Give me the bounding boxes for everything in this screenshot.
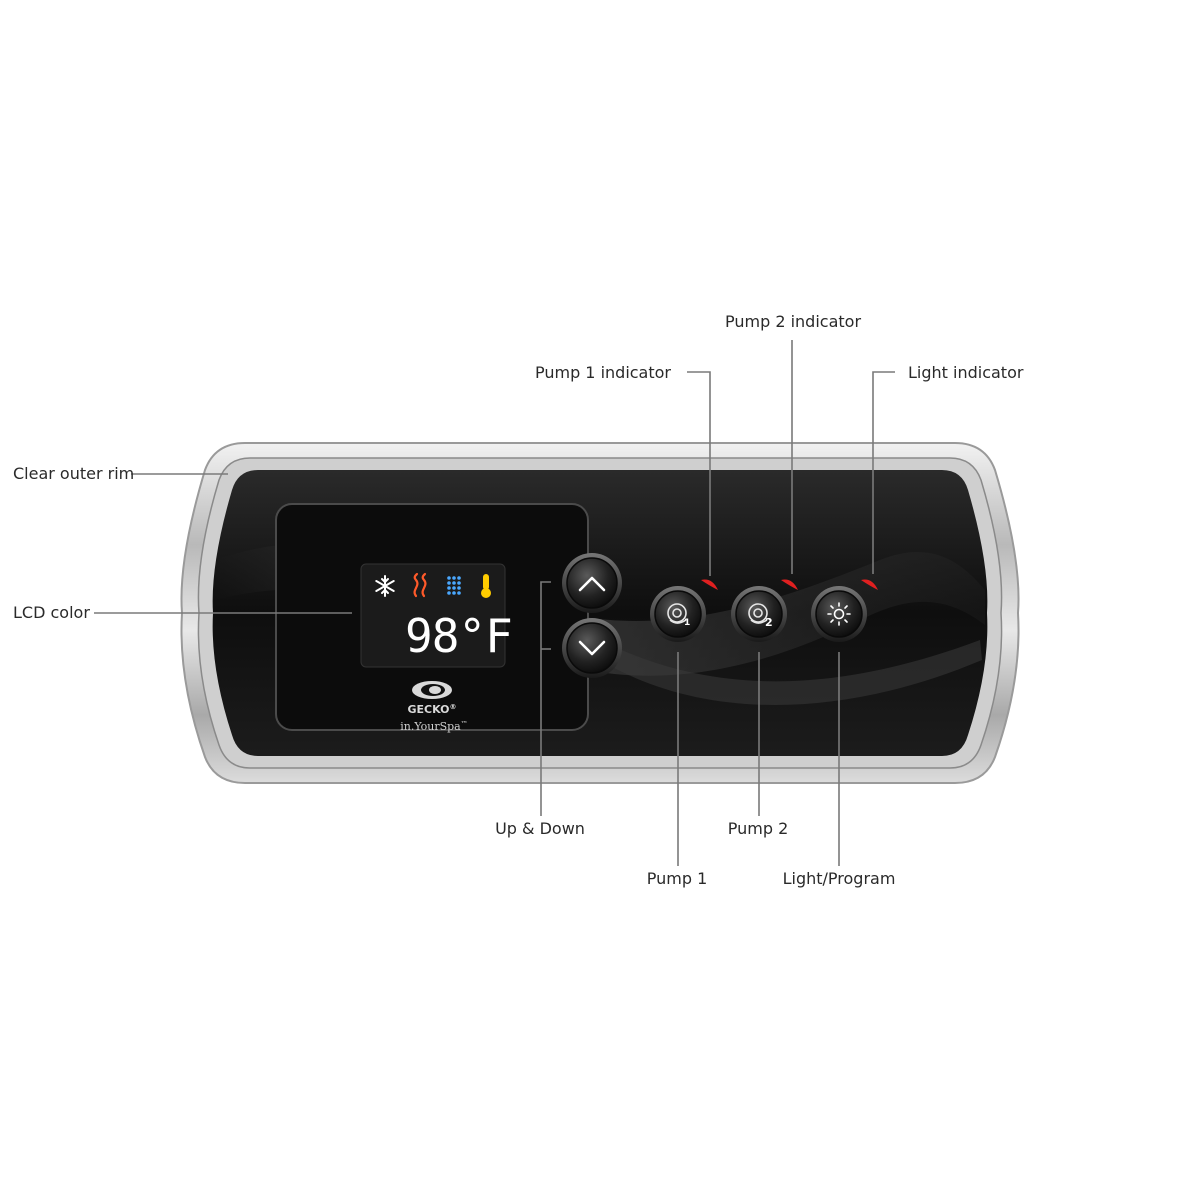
down-arrow-button[interactable] (562, 618, 622, 678)
light-indicator-led (861, 579, 878, 590)
callout-up-down: Up & Down (495, 819, 585, 838)
jet-pump-2-icon (748, 603, 768, 624)
pump-2-indicator-led (781, 579, 798, 590)
pump-1-indicator-led (701, 579, 718, 590)
lcd-screen (360, 563, 506, 668)
pump-1-button[interactable]: 1 (650, 586, 706, 642)
callout-light-indicator: Light indicator (908, 363, 1024, 382)
chevron-down-icon (578, 640, 606, 656)
callout-pump-2: Pump 2 (728, 819, 789, 838)
pump-1-digit: 1 (684, 618, 690, 628)
jet-pump-1-icon (667, 603, 687, 624)
callout-lcd-color: LCD color (13, 603, 90, 622)
heat-waves-icon (413, 572, 427, 598)
up-arrow-button[interactable] (562, 553, 622, 613)
chevron-up-icon (578, 576, 606, 592)
leader-lines (94, 340, 895, 866)
light-program-button[interactable] (811, 586, 867, 642)
pump-2-button[interactable]: 2 (731, 586, 787, 642)
thermometer-icon (481, 574, 491, 598)
snowflake-icon (375, 575, 395, 597)
brand-tagline: in.YourSpa™ (400, 720, 468, 733)
pump-2-digit: 2 (765, 616, 773, 629)
callout-clear-outer-rim: Clear outer rim (13, 464, 134, 483)
callout-pump-1-indicator: Pump 1 indicator (535, 363, 671, 382)
temperature-value: 98 (405, 609, 458, 663)
callout-pump-1: Pump 1 (647, 869, 708, 888)
gecko-logo (412, 681, 452, 699)
temperature-unit: °F (458, 609, 511, 663)
callout-pump-2-indicator: Pump 2 indicator (725, 312, 861, 331)
temperature-readout: 98°F (405, 609, 512, 663)
light-sun-icon (827, 602, 851, 626)
filter-dots-icon (447, 576, 461, 595)
brand-name: GECKO® (408, 703, 457, 716)
callout-light-program: Light/Program (783, 869, 896, 888)
decorative-swoosh (600, 640, 982, 705)
